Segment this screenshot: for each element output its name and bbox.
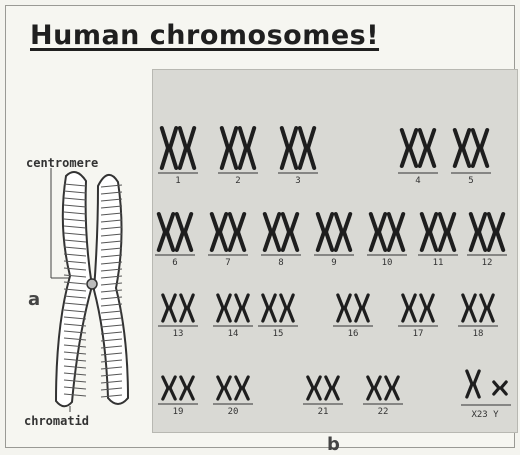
chromosome-pair-11 [422, 214, 454, 250]
chromosome-pair-3 [282, 128, 314, 168]
figure-frame: Human chromosomes! centromere chromatid … [5, 5, 515, 448]
chromosome-number-2: 2 [235, 176, 240, 186]
chromosome-number-13: 13 [173, 329, 184, 339]
chromosome-pair-14 [218, 295, 248, 321]
chromosome-number-16: 16 [348, 329, 359, 339]
chromosome-number-5: 5 [468, 176, 473, 186]
sex-chromosome-label: X23 Y [471, 410, 499, 420]
left-chromatid [56, 172, 92, 406]
right-chromatid [94, 175, 128, 404]
chromosome-number-20: 20 [228, 407, 239, 417]
chromosome-pair-6 [159, 214, 191, 250]
chromosome-pair-16 [338, 295, 368, 321]
chromosome-pair-21 [308, 377, 338, 399]
chromosome-pair-2 [222, 128, 254, 168]
chromosome-pair-18 [463, 295, 493, 321]
chromosome-number-3: 3 [295, 176, 300, 186]
chromosome-number-22: 22 [378, 407, 389, 417]
chromosome-pair-22 [368, 377, 398, 399]
chromosome-number-21: 21 [318, 407, 329, 417]
chromosome-number-19: 19 [173, 407, 184, 417]
chromosome-number-1: 1 [175, 176, 180, 186]
chromosome-pair-7 [212, 214, 244, 250]
chromosome-number-8: 8 [278, 258, 283, 268]
chromosome-pair-5 [455, 130, 487, 166]
chromosome-number-15: 15 [273, 329, 284, 339]
chromosome-diagram [6, 6, 146, 446]
chromosome-pair-20 [218, 377, 248, 399]
chromosome-pair-15 [263, 295, 293, 321]
chromosome-pair-1 [162, 128, 194, 168]
chromosome-number-18: 18 [473, 329, 484, 339]
chromosome-number-14: 14 [228, 329, 239, 339]
chromosome-pair-8 [265, 214, 297, 250]
chromosome-number-11: 11 [433, 258, 444, 268]
chromosome-pair-17 [403, 295, 433, 321]
chromosome-number-17: 17 [413, 329, 424, 339]
centromere-dot [87, 279, 97, 289]
chromosome-number-4: 4 [415, 176, 420, 186]
chromosome-pair-19 [163, 377, 193, 399]
chromosome-pair-12 [471, 214, 503, 250]
chromosome-number-12: 12 [482, 258, 493, 268]
chromosome-number-9: 9 [331, 258, 336, 268]
chromosome-pair-10 [371, 214, 403, 250]
chromosome-pair-4 [402, 130, 434, 166]
chromosome-pair-9 [318, 214, 350, 250]
panel-b-letter: b [327, 434, 340, 455]
chromosome-number-7: 7 [225, 258, 230, 268]
chromosome-number-10: 10 [382, 258, 393, 268]
chromosome-number-6: 6 [172, 258, 177, 268]
chromosome-pair-Y [494, 382, 506, 394]
chromosome-pair-X [467, 371, 479, 397]
chromosome-pair-13 [163, 295, 193, 321]
